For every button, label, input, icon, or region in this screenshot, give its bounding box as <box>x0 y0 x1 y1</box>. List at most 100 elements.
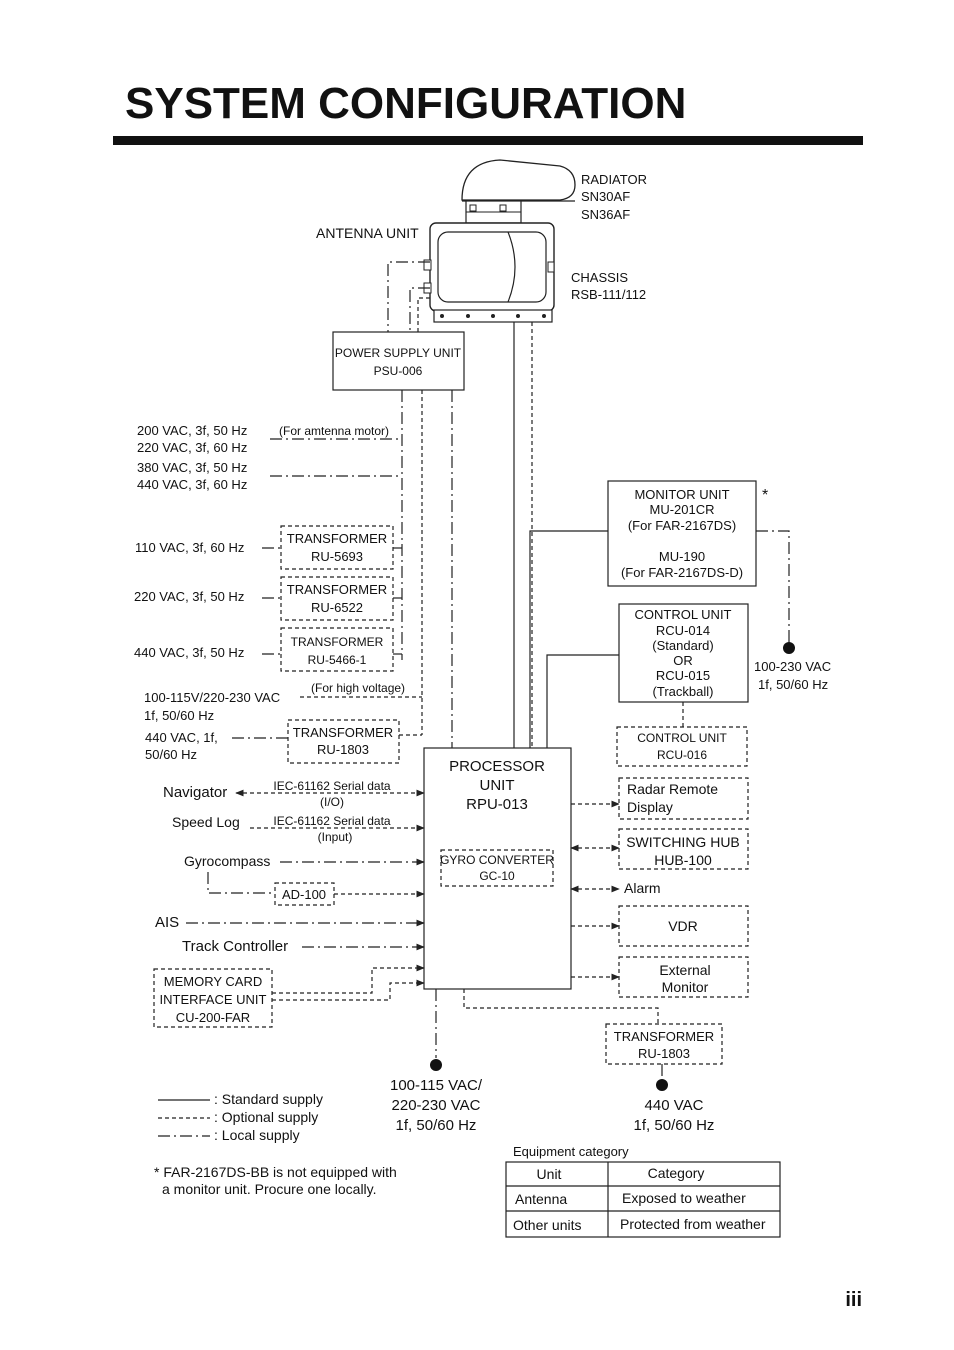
control-label: CONTROL UNIT <box>634 607 731 622</box>
control-note-1: (Standard) <box>652 638 713 653</box>
supply-380vac: 380 VAC, 3f, 50 Hz <box>137 460 247 475</box>
memory-card-model: CU-200-FAR <box>176 1010 250 1025</box>
t4-input1: 440 VAC, 1f, <box>145 730 218 745</box>
processor-unit-word: UNIT <box>480 777 515 794</box>
t3-input: 440 VAC, 3f, 50 Hz <box>134 645 244 660</box>
page-title: SYSTEM CONFIGURATION <box>125 79 686 128</box>
t1-model: RU-5693 <box>311 549 363 564</box>
t1-input: 110 VAC, 3f, 60 Hz <box>135 540 244 555</box>
antenna-unit-label: ANTENNA UNIT <box>316 225 419 241</box>
ad100-label: AD-100 <box>282 887 326 902</box>
radiator-label: RADIATOR <box>581 172 647 187</box>
gyro-converter-model: GC-10 <box>479 869 515 883</box>
transformer-power-plug-icon <box>656 1079 668 1091</box>
equipment-category-table: Unit Category Antenna Exposed to weather… <box>505 1161 781 1238</box>
radar-remote-label-2: Display <box>627 799 673 815</box>
track-controller-label: Track Controller <box>182 938 288 955</box>
monitor-asterisk: * <box>762 487 768 504</box>
table-header-unit: Unit <box>537 1166 562 1182</box>
monitor-power-plug-icon <box>783 642 795 654</box>
processor-label: PROCESSOR <box>449 758 545 775</box>
control-or: OR <box>673 653 693 668</box>
control-unit-box <box>618 603 749 703</box>
monitor-note-1: (For FAR-2167DS) <box>628 518 736 533</box>
control-unit-rcu016-box <box>616 726 748 767</box>
alarm-label: Alarm <box>624 880 661 896</box>
navigator-note-1: IEC-61162 Serial data <box>273 779 391 793</box>
chassis-shape <box>429 222 555 312</box>
supply-440vac: 440 VAC, 3f, 60 Hz <box>137 477 247 492</box>
chassis-model: RSB-111/112 <box>571 287 646 302</box>
external-monitor-box <box>618 956 749 998</box>
gyrocompass-label: Gyrocompass <box>184 853 270 869</box>
navigator-label: Navigator <box>163 784 227 801</box>
table-row-2-category: Protected from weather <box>620 1216 766 1232</box>
hv-supply-line2: 1f, 50/60 Hz <box>144 708 214 723</box>
processor-supply-2: 220-230 VAC <box>392 1097 481 1114</box>
transformer-bottom-label: TRANSFORMER <box>614 1029 714 1044</box>
antenna-unit-drawing <box>423 159 576 323</box>
switching-hub-label: SWITCHING HUB <box>626 834 740 850</box>
rcu016-model: RCU-016 <box>657 748 707 762</box>
monitor-supply-1: 100-230 VAC <box>754 659 831 674</box>
ais-label: AIS <box>155 914 179 931</box>
transformer-supply-1: 440 VAC <box>645 1097 704 1114</box>
switching-hub-model: HUB-100 <box>654 852 712 868</box>
t2-model: RU-6522 <box>311 600 363 615</box>
transformer-ru5466-box <box>280 627 394 672</box>
monitor-unit-box <box>607 480 757 587</box>
radiator-model-1: SN30AF <box>581 189 630 204</box>
t3-model: RU-5466-1 <box>308 653 367 667</box>
chassis-label: CHASSIS <box>571 270 628 285</box>
transformer-supply-2: 1f, 50/60 Hz <box>634 1117 715 1134</box>
supply-220vac: 220 VAC, 3f, 60 Hz <box>137 440 247 455</box>
radar-remote-display-box <box>618 777 749 820</box>
t3-label: TRANSFORMER <box>291 635 384 649</box>
power-supply-unit-box <box>332 331 465 391</box>
table-row-1-category: Exposed to weather <box>622 1190 746 1206</box>
processor-supply-1: 100-115 VAC/ <box>390 1077 483 1094</box>
t2-input: 220 VAC, 3f, 50 Hz <box>134 589 244 604</box>
table-row-2-unit: Other units <box>513 1217 581 1233</box>
t2-label: TRANSFORMER <box>287 582 387 597</box>
transformer-ru1803-bottom-box <box>605 1023 723 1065</box>
table-row-1-unit: Antenna <box>515 1191 567 1207</box>
speed-log-note-2: (Input) <box>318 830 353 844</box>
antenna-motor-note: (For amtenna motor) <box>279 424 389 438</box>
radiator-model-2: SN36AF <box>581 207 630 222</box>
monitor-model-2: MU-190 <box>659 549 705 564</box>
speed-log-label: Speed Log <box>172 814 240 830</box>
monitor-model-1: MU-201CR <box>649 502 714 517</box>
memory-card-label-1: MEMORY CARD <box>164 974 262 989</box>
switching-hub-box <box>618 828 749 870</box>
transformer-ru6522-box <box>280 576 394 621</box>
high-voltage-note: (For high voltage) <box>311 681 405 695</box>
psu-label: POWER SUPPLY UNIT <box>335 346 462 360</box>
gyro-converter-box <box>440 849 554 887</box>
processor-model: RPU-013 <box>466 796 528 813</box>
table-header-category: Category <box>648 1165 705 1181</box>
legend-optional: : Optional supply <box>214 1109 318 1125</box>
memory-card-interface-box <box>153 968 273 1028</box>
external-monitor-label-2: Monitor <box>662 979 709 995</box>
control-model-1: RCU-014 <box>656 623 710 638</box>
control-model-2: RCU-015 <box>656 668 710 683</box>
control-note-2: (Trackball) <box>653 684 714 699</box>
psu-model: PSU-006 <box>374 364 423 378</box>
footnote-line-1: * FAR-2167DS-BB is not equipped with <box>154 1164 397 1180</box>
processor-power-plug-icon <box>430 1059 442 1071</box>
navigator-note-2: (I/O) <box>320 795 344 809</box>
monitor-note-2: (For FAR-2167DS-D) <box>621 565 743 580</box>
gyro-converter-label: GYRO CONVERTER <box>440 853 554 867</box>
radar-remote-label-1: Radar Remote <box>627 781 718 797</box>
hv-supply-line1: 100-115V/220-230 VAC <box>144 690 280 705</box>
t4-model: RU-1803 <box>317 742 369 757</box>
equipment-table-caption: Equipment category <box>513 1144 629 1159</box>
t4-input2: 50/60 Hz <box>145 747 197 762</box>
page-number: iii <box>845 1289 862 1311</box>
supply-200vac: 200 VAC, 3f, 50 Hz <box>137 423 247 438</box>
external-monitor-label-1: External <box>659 962 710 978</box>
transformer-bottom-model: RU-1803 <box>638 1046 690 1061</box>
t4-label: TRANSFORMER <box>293 725 393 740</box>
